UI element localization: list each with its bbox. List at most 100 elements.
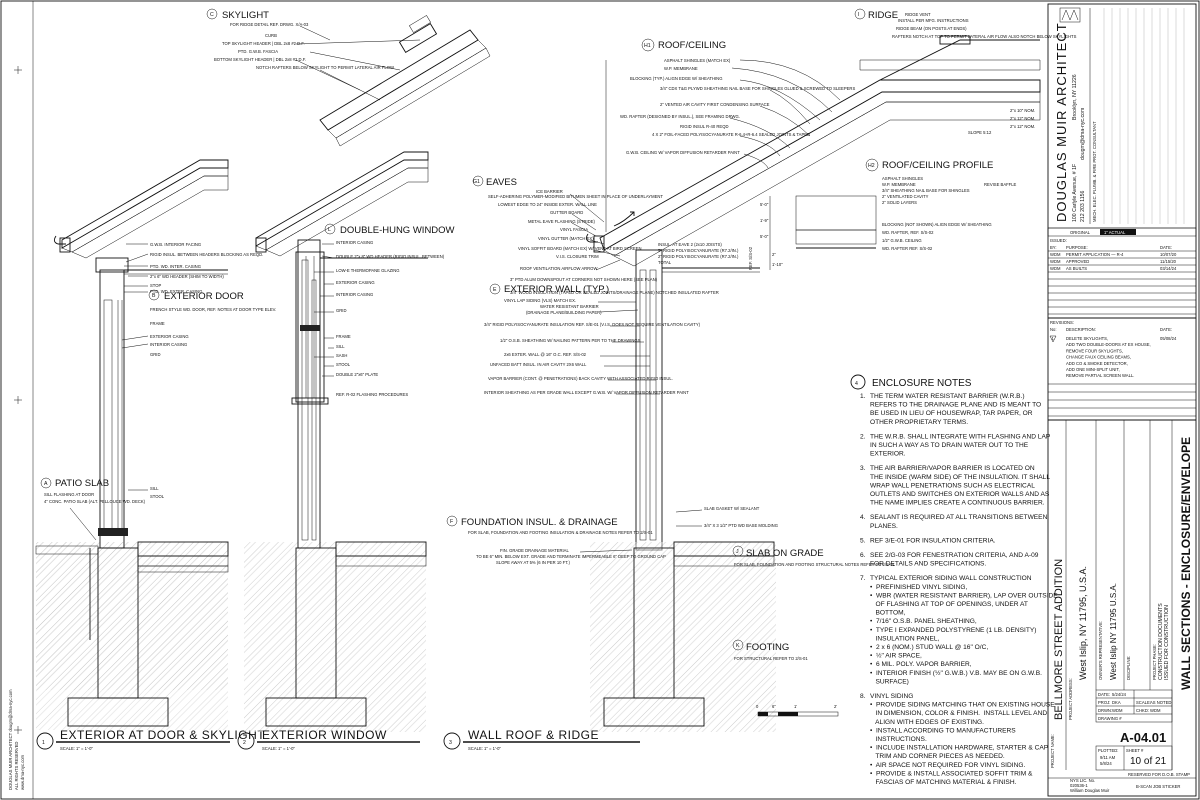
view-1-section [35,159,229,730]
note-c-5: BOTTOM SKYLIGHT HEADER | DBL 2x8 #2 D.F. [214,57,306,62]
note-line: TYPICAL EXTERIOR SIDING WALL CONSTRUCTIO… [870,575,1032,582]
note-e-6: 2x6 EXTER. WALL @ 16" O.C. REF. S/S-02 [504,352,587,357]
note-line: SEE 2/G-03 FOR FENESTRATION CRITERIA, AN… [870,552,1039,559]
note-e-7: UNFACED BATT INSUL. IN AIR CAVITY 2X6 WA… [490,362,587,367]
note-line: • 7/16" O.S.B. PANEL SHEATHING, [870,618,977,625]
revision-description: REMOVE PARTIAL SCREEN WALL. [1066,373,1134,378]
detail-k-letter: K [736,643,740,649]
note-number: 8. [860,693,866,700]
drawing-number: A-04.01 [1120,730,1166,745]
note-l-5: INTERIOR CASING [336,292,373,297]
note-line: • 2 x 6 (NOM.) STUD WALL @ 16" O/C, [870,644,988,651]
detail-j-title: SLAB ON GRADE [746,548,824,559]
issued-by: WDM [1050,266,1061,271]
issued-date: 10/07/20 [1160,252,1177,257]
issued-purpose: AS BUILTS [1066,266,1087,271]
revision-description: ADD CO & SMOKE DETECTOR, [1066,361,1128,366]
note-l-4: EXTERIOR CASING [336,280,375,285]
note-number: 1. [860,393,866,400]
phase-line-1: CONSTRUCTION DOCUMENTS [1158,603,1164,680]
copyright-lines [1103,8,1185,224]
note-b-above-2: RIGID INSUL. BETWEEN HEADERS BLOCKING AS… [150,252,263,257]
note-e-5: 1/2" O.S.B. SHEATHING W/ NAILING PATTERN… [500,338,641,343]
owner-rep-label: OWNER'S REPRESENTATIVE: [1098,621,1103,680]
view-1-title: EXTERIOR AT DOOR & SKYLIGHT [60,728,265,742]
note-g1-6: VINYL FASCIA [560,227,588,232]
note-line: ALIGN WITH EDGES OF EXISTING. [870,719,984,726]
notes-title: ENCLOSURE NOTES [872,378,972,389]
note-line: THE AIR BARRIER/VAPOR BARRIER IS LOCATED… [870,465,1035,472]
detail-h1-letter: H1 [644,43,651,49]
note-g1-3: LOWEST EDGE TO 24" INSIDE EXTER. WALL LI… [498,202,597,207]
note-line: EXTERIOR. [870,451,906,458]
note-a-4: STOOL [150,494,165,499]
chkd-label: CHKD: [1136,708,1149,713]
note-a-1: SILL FLASHING AT DOOR [44,492,94,497]
detail-k-footing: K FOOTING FOR STRUCTURAL REFER TO 2/S-01 [732,639,808,661]
note-i-7: 2"x 12" NOM. [1010,116,1035,121]
note-line: WRAP WALL PENETRATIONS SUCH AS ELECTRICA… [870,482,1035,489]
revision-date: 05/08/24 [1160,336,1177,341]
note-line: THE NAME IMPLIES CREATE A CONTINUOUS BAR… [870,500,1045,507]
detail-e-exterior-wall: E EXTERIOR WALL (TYP.) VINYL LAP SIDING … [484,283,701,395]
issued-date: 03/14/24 [1160,266,1177,271]
detail-f-title: FOUNDATION INSUL. & DRAINAGE [461,517,618,528]
margin-line-3: www.dma-nyc.com [20,754,25,790]
note-h2-9: 1/2" G.W.B. CEILING [882,238,922,243]
issued-purpose: APPROVED [1066,259,1089,264]
dim-3: 5'-0" [760,234,769,239]
firm-name: DOUGLAS MUIR ARCHITECT [1054,22,1069,222]
note-line: • AIR SPACE NOT REQUIRED FOR VINYL SIDIN… [870,762,1026,769]
note-line: • PROVIDE SIDING MATCHING THAT ON EXISTI… [870,702,1055,709]
note-c-1: FOR RIDGE DETAIL REF. DRWG. X/A-03 [230,22,309,27]
detail-h1-roof-ceiling: H1 ROOF/CEILING ASPHALT SHINGLES (MATCH … [620,38,855,169]
project-address-label: PROJECT ADDRESS: [1068,678,1073,720]
detail-c-skylight: C SKYLIGHT FOR RIDGE DETAIL REF. DRWG. X… [206,8,491,147]
note-h1-8: 4 X 2" FOIL-FACED POLYISOCYANURATE R-6.4… [652,132,810,137]
view-3-section [585,35,1041,732]
note-number: 6. [860,552,866,559]
phase-label: PROJECT PHASE: [1152,644,1157,680]
detail-f-letter: F [450,519,453,525]
note-f-4: SLOPE AWAY AT 5% (6 IN PER 10 FT.) [496,560,570,565]
left-margin-notes: DOUGLAS MUIR ARCHITECT dougm@dma-nyc.com… [8,689,25,790]
owner-address: West Islip NY 11795 U.S.A. [1109,583,1118,680]
detail-a-patio-slab: A PATIO SLAB SILL FLASHING AT DOOR 4" CO… [40,477,165,541]
margin-line-2: ALL RIGHTS RESERVED [14,742,19,790]
note-line: • PREFINISHED VINYL SIDING, [870,584,967,591]
binding-marks [14,66,22,734]
note-line: • PROVIDE & INSTALL ASSOCIATED SOFFIT TR… [870,770,1033,777]
note-k-1: FOR STRUCTURAL REFER TO 2/S-01 [734,656,808,661]
firm-phone: 212 203 1156 [1080,191,1086,222]
dim-2: 1'-9" [760,218,769,223]
note-h1-9: G.W.B. CEILING W/ VAPOR DIFFUSION RETARD… [626,150,740,155]
detail-f-foundation: F FOUNDATION INSUL. & DRAINAGE FOR SLAB,… [446,515,666,565]
issued-by: WDM [1050,252,1061,257]
phase-line-2: ISSUED FOR CONSTRUCTION [1164,605,1170,680]
note-b-5: GRID [150,352,160,357]
plotted-time: 9/11 AM [1100,755,1116,760]
firm-address-2: Brooklyn, NY 11226 [1072,74,1078,120]
plotted-date: 5/8/24 [1100,761,1112,766]
note-h2-3: 3/4" SHEATHING NAIL BASE FOR SHINGLES [882,188,970,193]
note-b-2: FRAME [150,321,165,326]
note-b-above-3: PTD. WD. INTER. CASING [150,264,201,269]
note-b-above-6: PTD. WD. EXTER. CASING [150,289,202,294]
elevation-dimensions: REF. S/S-02 5'-0" 1'-9" 5'-0" 2" 1'-10" [748,196,783,270]
note-g1-10: ROOF VENTILATION AIRFLOW ARROW [520,266,597,271]
revision-grid [1048,383,1196,417]
note-l-9: SASH [336,353,347,358]
view-3-label: 3 WALL ROOF & RIDGE SCALE: 1" = 1'-0" [443,728,640,751]
note-i-4: RAFTERS NOTCH AT TOP TO PERMIT LATERAL A… [892,34,1077,39]
note-f-3: TO BE 6" MIN. BELOW EXT. GRADE AND TERMI… [476,554,666,559]
firm-address-1: 100 Carlyle Avenue, # 1F [1072,164,1078,222]
issued-purpose: PERMIT APPLICATION — R-4 [1066,252,1124,257]
note-h2-1: ASPHALT SHINGLES [882,176,923,181]
note-h2-7: BLOCKING (NOT SHOWN) ALIGN EDGE W/ SHEAT… [882,222,992,227]
detail-l-letter: L [328,227,331,233]
note-line: INSTRUCTIONS. [870,736,927,743]
detail-e-title: EXTERIOR WALL (TYP.) [504,284,609,295]
note-l-1: INTERIOR CASING [336,240,373,245]
scale-2: 2' [834,704,837,709]
note-b-1: FRENCH STYLE WD. DOOR, REF. NOTES AT DOO… [150,307,276,312]
